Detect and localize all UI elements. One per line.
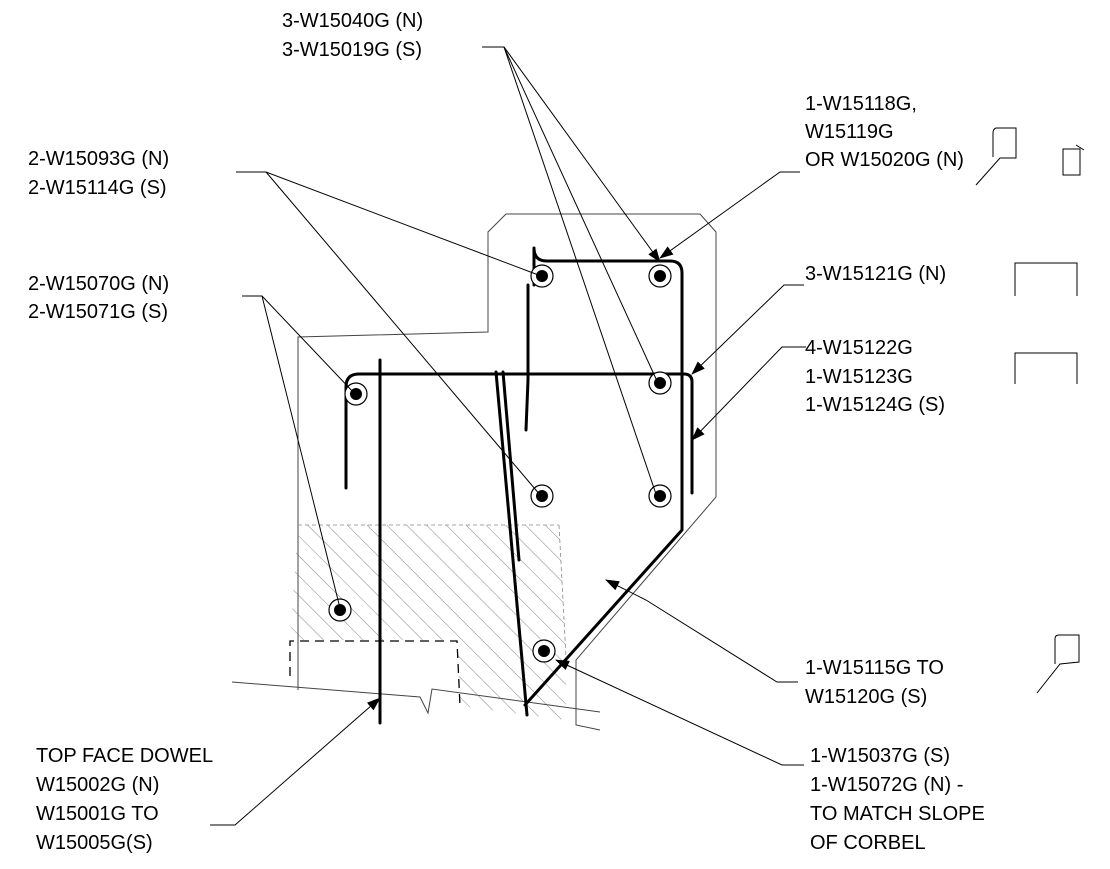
label-l4: 2-W15070G (N) 2-W15071G (S) xyxy=(28,273,169,323)
bar-shape-icons xyxy=(975,127,1085,694)
svg-text:TOP FACE DOWEL: TOP FACE DOWEL xyxy=(36,745,213,767)
bar-section-dot xyxy=(328,598,352,622)
svg-text:3-W15019G (S): 3-W15019G (S) xyxy=(282,39,422,61)
svg-text:OR W15020G (N): OR W15020G (N) xyxy=(805,149,964,171)
svg-text:1-W15123G: 1-W15123G xyxy=(805,366,913,388)
reinforcing-bars xyxy=(344,246,694,725)
svg-text:W15002G (N): W15002G (N) xyxy=(36,774,159,796)
svg-text:3-W15040G (N): 3-W15040G (N) xyxy=(282,10,423,32)
corbel-bar-shape-icon-2 xyxy=(1036,634,1080,694)
svg-text:4-W15122G: 4-W15122G xyxy=(805,337,913,359)
vertical-bar-2 xyxy=(494,370,529,717)
main-stirrup-bar xyxy=(523,246,684,707)
label-l1: 3-W15040G (N) 3-W15019G (S) xyxy=(282,10,423,61)
label-l5: 3-W15121G (N) xyxy=(805,263,946,285)
top-horizontal-bar xyxy=(344,372,694,495)
svg-text:1-W15115G TO: 1-W15115G TO xyxy=(805,657,944,679)
bar-section-dot xyxy=(532,639,556,663)
corbel-bar-shape-icon-1 xyxy=(975,127,1017,186)
u-bar-shape-icon-1 xyxy=(1014,262,1078,296)
bar-section-dot xyxy=(530,264,554,288)
svg-text:3-W15121G (N): 3-W15121G (N) xyxy=(805,263,946,285)
svg-text:2-W15114G (S): 2-W15114G (S) xyxy=(28,177,167,199)
svg-text:W15119G: W15119G xyxy=(805,121,894,143)
svg-text:OF CORBEL: OF CORBEL xyxy=(810,832,926,854)
svg-text:W15005G(S): W15005G(S) xyxy=(36,832,153,854)
svg-text:2-W15070G (N): 2-W15070G (N) xyxy=(28,273,169,295)
label-l9: 1-W15037G (S) 1-W15072G (N) - TO MATCH S… xyxy=(810,745,985,854)
label-l2: 1-W15118G, W15119G OR W15020G (N) xyxy=(805,93,964,171)
label-l6: 4-W15122G 1-W15123G 1-W15124G (S) xyxy=(805,337,945,416)
svg-text:1-W15118G,: 1-W15118G, xyxy=(805,93,917,115)
bar-section-dot xyxy=(648,371,672,395)
svg-text:1-W15124G (S): 1-W15124G (S) xyxy=(805,394,945,416)
svg-text:1-W15072G (N) -: 1-W15072G (N) - xyxy=(810,774,963,796)
bar-section-dot xyxy=(344,382,368,406)
bar-section-dot xyxy=(648,264,672,288)
label-l3: 2-W15093G (N) 2-W15114G (S) xyxy=(28,148,169,199)
svg-text:1-W15037G (S): 1-W15037G (S) xyxy=(810,745,950,767)
label-l8: TOP FACE DOWEL W15002G (N) W15001G TO W1… xyxy=(36,745,213,854)
svg-text:2-W15071G (S): 2-W15071G (S) xyxy=(28,301,168,323)
leader-lines xyxy=(210,46,806,826)
bar-section-dot xyxy=(648,484,672,508)
svg-text:W15001G TO: W15001G TO xyxy=(36,803,159,825)
svg-text:TO MATCH SLOPE: TO MATCH SLOPE xyxy=(810,803,985,825)
closed-stirrup-icon xyxy=(1062,144,1085,176)
label-l7: 1-W15115G TO W15120G (S) xyxy=(805,657,944,708)
svg-text:2-W15093G (N): 2-W15093G (N) xyxy=(28,148,169,170)
svg-text:W15120G (S): W15120G (S) xyxy=(805,686,927,708)
u-bar-shape-icon-2 xyxy=(1014,352,1078,384)
